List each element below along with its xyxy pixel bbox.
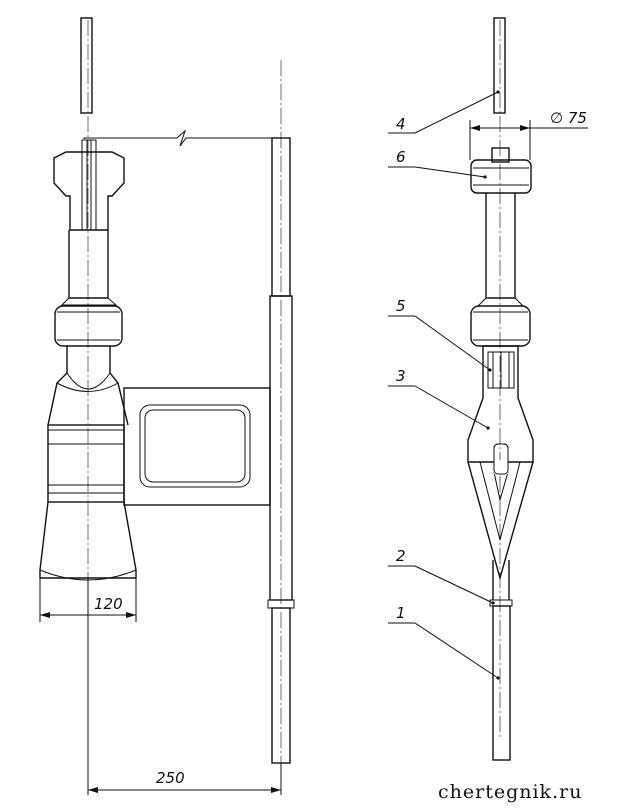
site-watermark: chertegnik.ru: [438, 781, 582, 803]
leader-4: 4: [388, 90, 500, 134]
part-4-rod: [493, 17, 506, 114]
left-view: 120 250: [39, 17, 295, 795]
shaft: [68, 230, 109, 299]
link-line-with-break: [83, 129, 272, 147]
leader-6: 6: [388, 148, 487, 179]
leader-2: 2: [388, 547, 495, 605]
label-1: 1: [396, 604, 406, 622]
cone-tip: [467, 461, 534, 581]
cap-pin: [491, 147, 510, 163]
dim-diameter-label: ∅ 75: [550, 109, 587, 127]
upper-rod-segment: [80, 17, 93, 114]
neck: [47, 346, 129, 426]
leader-5: 5: [388, 297, 492, 372]
leader-1: 1: [388, 604, 500, 680]
cap-bore: [81, 139, 97, 231]
label-2: 2: [396, 547, 406, 565]
right-shaft: [485, 193, 516, 299]
label-4: 4: [396, 115, 406, 133]
part-6-cap: [470, 159, 532, 194]
label-3: 3: [396, 367, 406, 385]
label-6: 6: [396, 148, 406, 166]
right-view: ∅ 75 4: [388, 17, 588, 761]
top-cap-section: [53, 151, 125, 231]
label-5: 5: [396, 297, 406, 315]
part-1-rod: [492, 605, 511, 761]
dim-120-label: 120: [94, 595, 123, 613]
body-block: [47, 424, 125, 503]
plate-window: [139, 404, 251, 488]
leader-3: 3: [388, 367, 490, 430]
dim-250-label: 250: [156, 769, 185, 787]
collar: [54, 305, 123, 347]
